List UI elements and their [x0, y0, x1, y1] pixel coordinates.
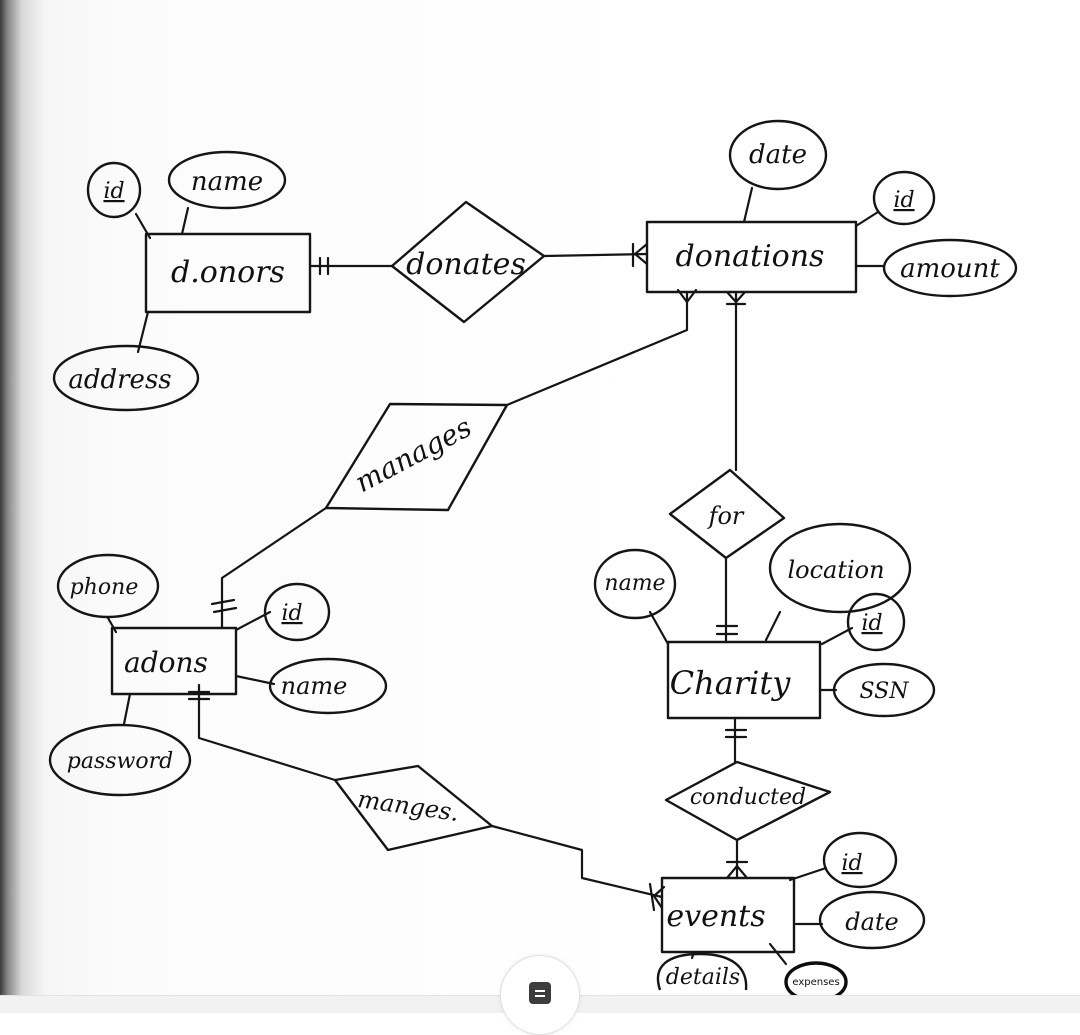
crowfoot-donations-many: [631, 242, 649, 268]
line-admins-name: [234, 674, 276, 686]
crowfoot-donors-one: [318, 256, 330, 276]
relationship-conducted-diamond: [664, 760, 832, 842]
svg-text:amount: amount: [900, 254, 1000, 284]
attr-donors-id: id: [86, 161, 142, 219]
line-charity-location: [764, 610, 782, 642]
svg-text:name: name: [281, 672, 348, 700]
relationship-manges-label: manges.: [356, 785, 461, 827]
crowfoot-donations-for: [725, 290, 747, 306]
attr-donations-id: id: [872, 170, 936, 226]
svg-text:details: details: [666, 965, 740, 990]
crowfoot-admins-manges: [187, 690, 211, 701]
attr-events-expenses: expenses: [784, 961, 848, 1000]
entity-donations-box: [645, 220, 858, 294]
svg-text:location: location: [787, 556, 884, 584]
er-diagram: d.onors donations adons Charity events d…: [48, 119, 1018, 1000]
attr-charity-ssn: SSN: [832, 662, 936, 718]
entity-donations: donations: [645, 220, 858, 294]
svg-text:name: name: [604, 571, 665, 596]
line-manges-events: [490, 824, 664, 899]
entity-events-label: events: [666, 899, 765, 934]
line-donors-name: [180, 206, 190, 236]
relationship-conducted-label: conducted: [690, 785, 806, 810]
entity-admins: adons: [110, 626, 238, 696]
line-donations-id: [854, 210, 880, 228]
attr-charity-id: id: [846, 592, 906, 652]
menu-icon[interactable]: [529, 982, 551, 1004]
svg-text:SSN: SSN: [859, 679, 909, 704]
attr-donations-date: date: [728, 119, 828, 191]
svg-text:name: name: [191, 167, 263, 197]
attr-admins-name: name: [268, 657, 388, 715]
svg-text:expenses: expenses: [792, 977, 839, 988]
entity-charity-box: [666, 640, 822, 720]
svg-text:phone: phone: [70, 575, 139, 600]
attr-events-details: details: [656, 952, 748, 991]
entity-events-box: [660, 876, 796, 954]
attr-donors-address: address: [52, 344, 200, 412]
attr-charity-location: location: [768, 522, 912, 614]
relationship-for: for: [668, 468, 786, 560]
relationship-for-label: for: [707, 502, 745, 530]
entity-charity: Charity: [666, 640, 822, 720]
svg-text:id: id: [893, 188, 914, 213]
line-charity-name: [648, 610, 670, 646]
relationship-for-diamond: [668, 468, 786, 560]
entity-donors-box: [144, 232, 312, 314]
entity-donors: d.onors: [144, 232, 312, 314]
attr-admins-password: password: [48, 723, 192, 797]
crowfoot-charity-one: [715, 624, 739, 636]
attr-admins-id: id: [263, 582, 331, 642]
attr-donations-amount: amount: [882, 238, 1018, 298]
relationship-conducted: conducted: [664, 760, 832, 842]
line-events-id: [788, 866, 828, 882]
svg-text:date: date: [749, 140, 807, 170]
entity-donations-label: donations: [676, 239, 825, 274]
svg-text:address: address: [68, 365, 171, 395]
relationship-manages: manages: [324, 402, 509, 512]
svg-text:password: password: [67, 749, 173, 774]
crowfoot-charity-conducted: [724, 728, 748, 739]
line-donations-manages: [505, 290, 689, 407]
attr-charity-name: name: [593, 548, 677, 620]
connector-lines: [106, 186, 886, 966]
svg-text:date: date: [845, 908, 899, 936]
line-manages-admins: [220, 506, 328, 630]
entity-charity-label: Charity: [670, 664, 792, 702]
svg-text:id: id: [861, 611, 882, 636]
line-admins-manges: [197, 683, 337, 782]
relationship-donates-label: donates: [406, 247, 526, 282]
line-donates-donations: [542, 252, 649, 258]
line-admins-phone: [106, 616, 118, 634]
attr-events-date: date: [818, 890, 926, 950]
crowfoot-admins-one: [210, 598, 238, 614]
attr-events-id: id: [822, 831, 898, 889]
line-donations-date: [742, 186, 754, 224]
relationship-donates-diamond: [390, 200, 546, 324]
crowfoot-events-manges: [648, 882, 666, 912]
paper-background: [0, 0, 1080, 995]
relationship-donates: donates: [390, 200, 546, 324]
entity-donors-label: d.onors: [171, 255, 285, 290]
relationship-manges-diamond: [333, 764, 494, 852]
relationship-manages-diamond: [324, 402, 509, 512]
line-charity-id: [820, 626, 854, 646]
svg-text:id: id: [103, 179, 124, 204]
crowfoot-events-conducted: [725, 860, 749, 880]
entity-admins-label: adons: [124, 646, 208, 679]
entity-admins-box: [110, 626, 238, 696]
relationship-manges: manges.: [333, 764, 494, 852]
svg-text:id: id: [841, 851, 862, 876]
line-admins-password: [122, 692, 132, 726]
attr-donors-name: name: [167, 150, 287, 210]
crowfoot-donations-manages: [676, 288, 698, 304]
entity-events: events: [660, 876, 796, 954]
relationship-manages-label: manages: [350, 410, 477, 499]
attr-admins-phone: phone: [56, 553, 160, 619]
line-events-expenses: [768, 942, 788, 966]
svg-text:id: id: [281, 601, 302, 626]
